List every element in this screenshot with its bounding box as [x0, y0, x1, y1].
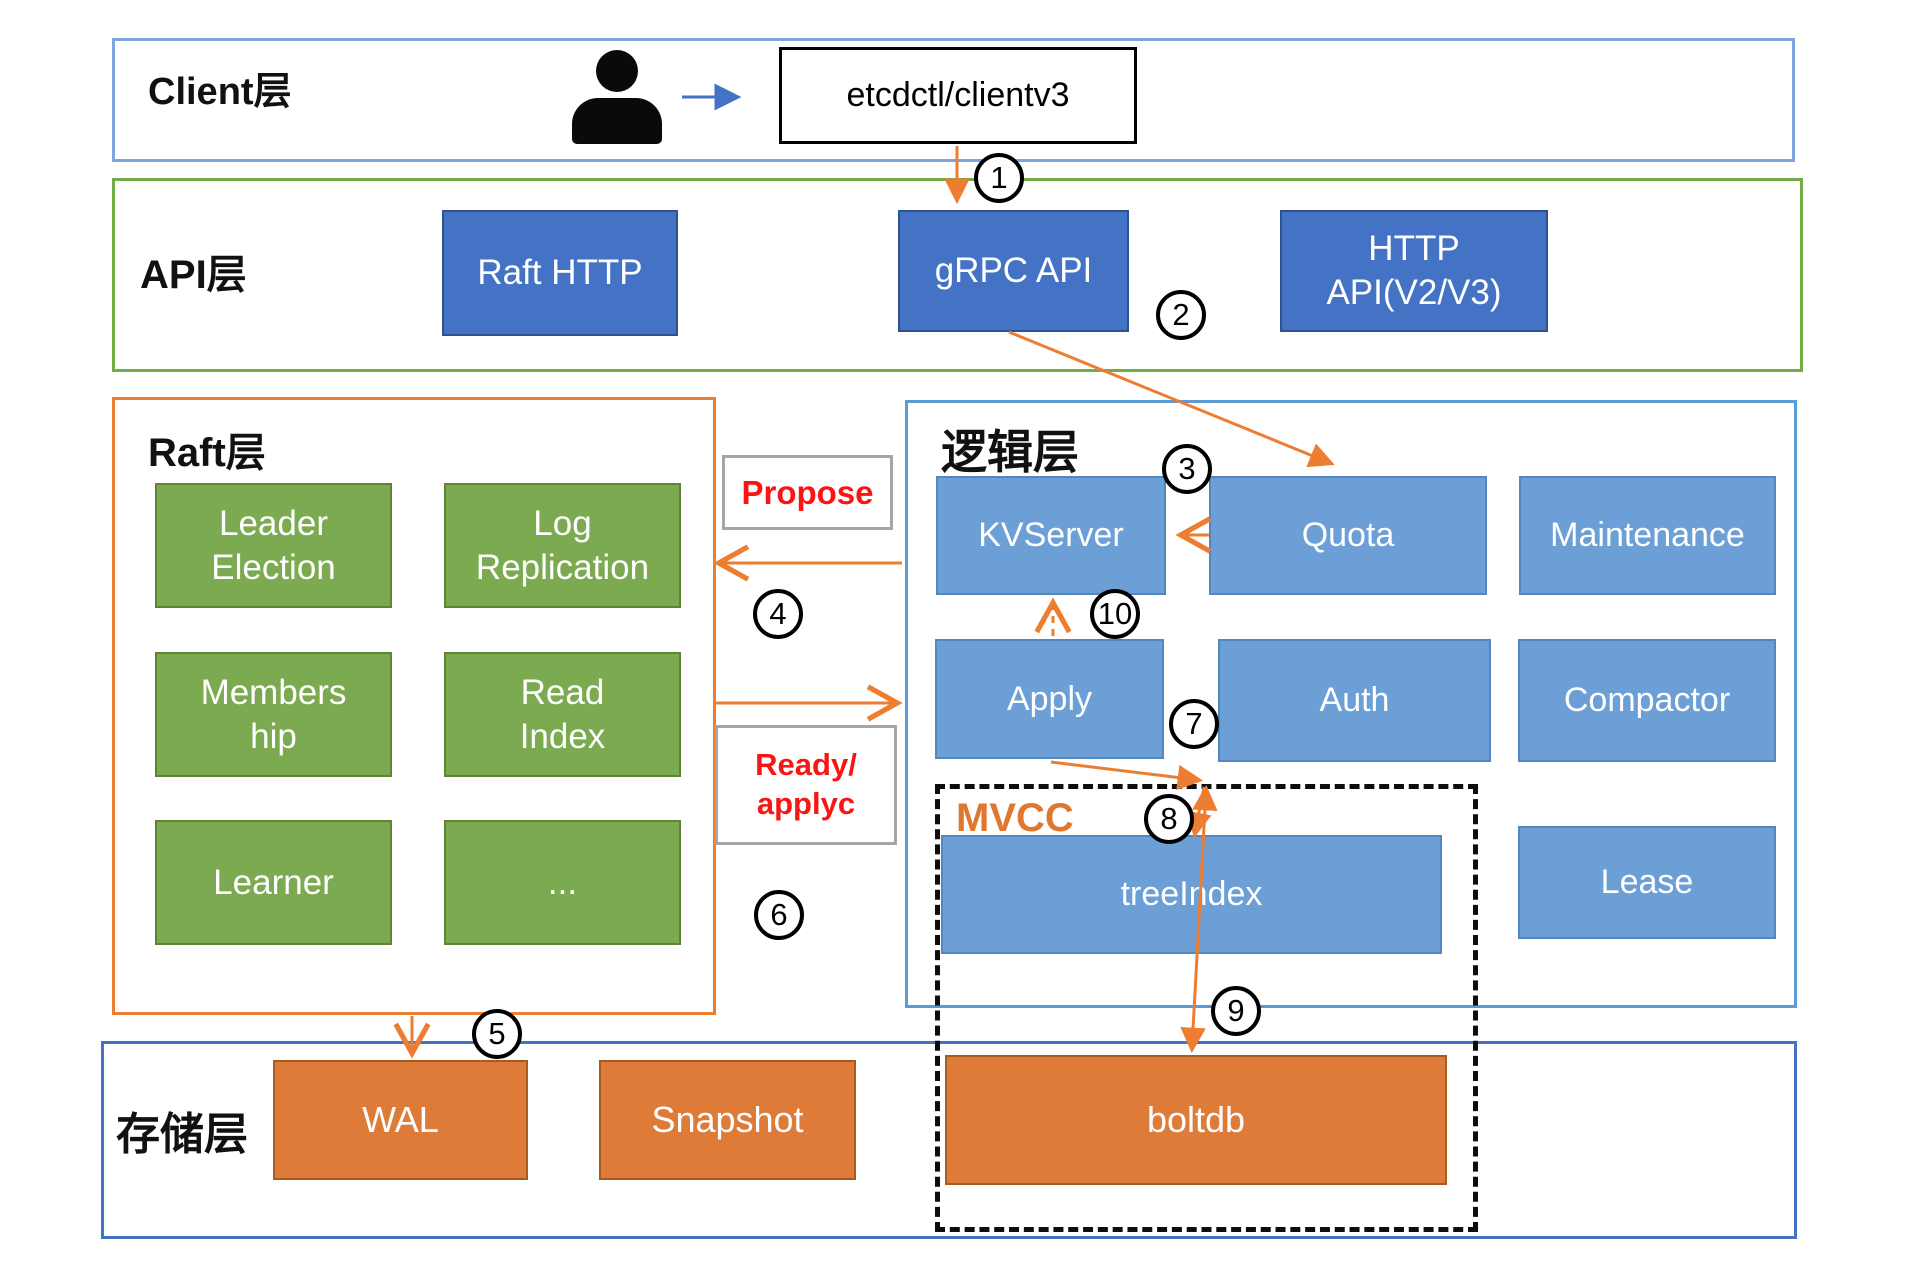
step-circle-5: 5	[472, 1009, 522, 1059]
ready-applyc-label: Ready/ applyc	[755, 747, 857, 821]
etcdctl-clientv3-label: etcdctl/clientv3	[846, 76, 1070, 114]
learner-box: Learner	[155, 820, 392, 945]
raft-http-label: Raft HTTP	[477, 253, 643, 292]
read-index-label: Read Index	[519, 672, 606, 756]
lease-box: Lease	[1518, 826, 1776, 939]
leader-election-box: Leader Election	[155, 483, 392, 608]
logic-layer-frame	[905, 400, 1797, 1008]
wal-box: WAL	[273, 1060, 528, 1180]
raft-layer-title: Raft层	[148, 431, 266, 475]
storage-layer-title: 存储层	[116, 1110, 248, 1159]
step-circle-1: 1	[974, 153, 1024, 203]
step-circle-7: 7	[1169, 699, 1219, 749]
propose-label: Propose	[741, 473, 874, 511]
ready-applyc-label-box: Ready/ applyc	[715, 725, 897, 845]
user-silhouette-icon	[572, 48, 662, 144]
step-circle-4: 4	[753, 589, 803, 639]
quota-label: Quota	[1301, 516, 1395, 554]
maintenance-label: Maintenance	[1550, 516, 1745, 554]
api-layer-title: API层	[140, 253, 247, 297]
membership-label: Members hip	[200, 672, 347, 756]
wal-label: WAL	[362, 1099, 439, 1140]
etcdctl-clientv3-box: etcdctl/clientv3	[779, 47, 1137, 144]
read-index-box: Read Index	[444, 652, 681, 777]
compactor-label: Compactor	[1563, 681, 1731, 719]
quota-box: Quota	[1209, 476, 1487, 595]
grpc-api-box: gRPC API	[898, 210, 1129, 332]
mvcc-label: MVCC	[956, 796, 1074, 840]
logic-layer-title: 逻辑层	[941, 426, 1079, 478]
log-replication-label: Log Replication	[475, 503, 650, 587]
boltdb-label: boltdb	[1146, 1099, 1246, 1140]
grpc-api-label: gRPC API	[934, 251, 1093, 290]
auth-label: Auth	[1319, 681, 1390, 719]
client-layer-title: Client层	[148, 71, 292, 113]
user-icon-head	[596, 50, 638, 92]
step-circle-2: 2	[1156, 290, 1206, 340]
kvserver-box: KVServer	[936, 476, 1166, 595]
http-api-box: HTTP API(V2/V3)	[1280, 210, 1548, 332]
log-replication-box: Log Replication	[444, 483, 681, 608]
maintenance-box: Maintenance	[1519, 476, 1776, 595]
propose-label-box: Propose	[722, 455, 893, 530]
step-circle-9: 9	[1211, 986, 1261, 1036]
snapshot-box: Snapshot	[599, 1060, 856, 1180]
treeindex-box: treeIndex	[941, 835, 1442, 954]
snapshot-label: Snapshot	[651, 1099, 804, 1140]
step-circle-10: 10	[1090, 589, 1140, 639]
membership-box: Members hip	[155, 652, 392, 777]
kvserver-label: KVServer	[978, 516, 1124, 554]
boltdb-box: boltdb	[945, 1055, 1447, 1185]
raft-http-box: Raft HTTP	[442, 210, 678, 336]
learner-label: Learner	[213, 862, 334, 902]
leader-election-label: Leader Election	[211, 503, 336, 587]
client-layer-frame	[112, 38, 1795, 162]
raft-layer-frame	[112, 397, 716, 1015]
user-icon-body	[572, 98, 662, 144]
auth-box: Auth	[1218, 639, 1491, 762]
storage-layer-frame	[101, 1041, 1797, 1239]
compactor-box: Compactor	[1518, 639, 1776, 762]
lease-label: Lease	[1600, 863, 1694, 901]
step-circle-3: 3	[1162, 444, 1212, 494]
raft-more-label: ...	[547, 862, 578, 902]
step-circle-8: 8	[1144, 794, 1194, 844]
apply-box: Apply	[935, 639, 1164, 759]
step-circle-6: 6	[754, 890, 804, 940]
http-api-label: HTTP API(V2/V3)	[1326, 229, 1502, 312]
raft-more-box: ...	[444, 820, 681, 945]
treeindex-label: treeIndex	[1120, 875, 1263, 913]
apply-label: Apply	[1006, 679, 1093, 718]
